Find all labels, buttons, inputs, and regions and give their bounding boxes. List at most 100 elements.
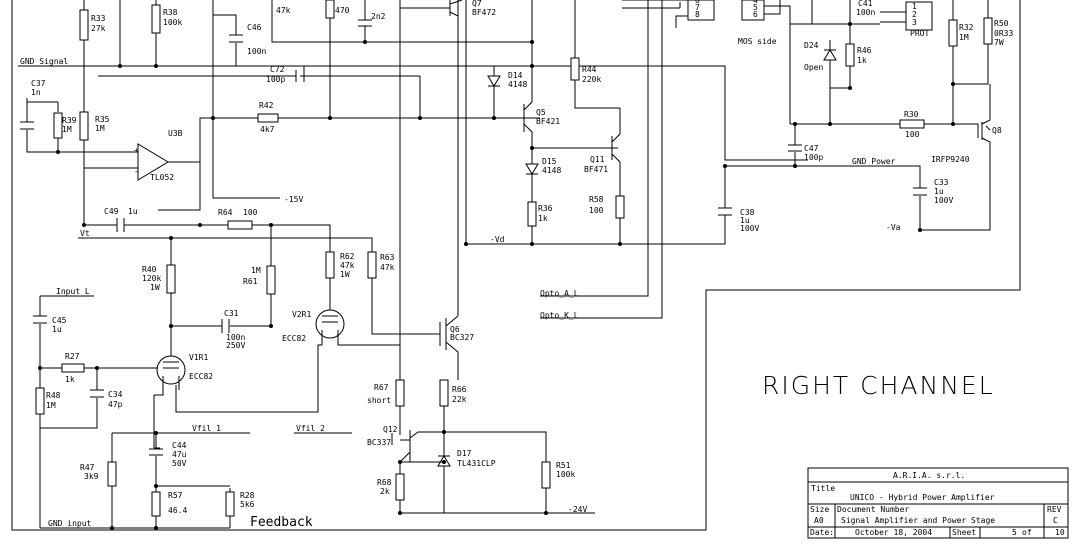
c72-val: 100p (266, 75, 285, 84)
r33-ref: R33 (91, 14, 106, 23)
r68-val: 2k (380, 487, 390, 496)
r38-ref: R38 (163, 8, 178, 17)
r50-ref: R50 (994, 19, 1009, 28)
c38-v: 100V (740, 224, 759, 233)
net-vt: Vt (80, 229, 90, 238)
net-vfil1: Vfil_1 (192, 424, 221, 433)
r44-ref: R44 (582, 65, 597, 74)
tb-date: October 18, 2004 (855, 528, 932, 537)
c31-val: 100n (226, 333, 245, 342)
q5-part: BF421 (536, 117, 560, 126)
tb-company: A.R.I.A. s.r.l. (893, 471, 965, 480)
d24-part: Open (804, 63, 823, 72)
q11-part: BF471 (584, 165, 608, 174)
r46-val: 1k (857, 56, 867, 65)
c45-val: 1u (52, 325, 62, 334)
tb-title-label: Title (811, 484, 835, 493)
r61-ref: R61 (243, 277, 258, 286)
tb-date-label: Date: (810, 528, 834, 537)
tb-size-label: Size (810, 505, 829, 514)
c33-ref: C33 (934, 178, 949, 187)
prot-pin2: 2 (912, 10, 917, 19)
r35-val: 1M (95, 124, 105, 133)
r63-ref: R63 (380, 253, 395, 262)
c37-val: 1n (31, 88, 41, 97)
r27-ref: R27 (65, 352, 80, 361)
r44-val: 220k (582, 75, 601, 84)
driver-section: Q6 BC327 R67 short R66 22k Q12 BC337 D17… (367, 0, 595, 515)
net-vd: -Vd (490, 235, 505, 244)
r36-ref: R36 (538, 204, 553, 213)
r62-pw: 1W (340, 270, 350, 279)
r32-ref: R32 (959, 23, 974, 32)
q11-ref: Q11 (590, 155, 605, 164)
r66-ref: R66 (452, 385, 467, 394)
c34-val: 47p (108, 400, 123, 409)
r30-val: 100 (905, 130, 920, 139)
r28-ref: R28 (240, 491, 255, 500)
c-top-2n2-val: 2n2 (371, 12, 386, 21)
r30-ref: R30 (904, 110, 919, 119)
tb-rev: C (1053, 516, 1058, 525)
tb-rev-label: REV (1047, 505, 1062, 514)
r42-ref: R42 (259, 101, 274, 110)
c46-ref: C46 (247, 23, 262, 32)
r66-val: 22k (452, 395, 467, 404)
r36-val: 1k (538, 214, 548, 223)
sheet-frame (11, 0, 1069, 539)
r27-val: 1k (65, 375, 75, 384)
net-gnd-power: GND_Power (852, 157, 896, 166)
q12-ref: Q12 (383, 425, 398, 434)
conn-b-pin6: 6 (753, 10, 758, 19)
r35-ref: R35 (95, 115, 110, 124)
conn-b-pin5: 5 (753, 3, 758, 12)
v2r1-part: ECC82 (282, 334, 306, 343)
net-mos-side: MOS side (738, 37, 777, 46)
r33-val: 27k (91, 24, 106, 33)
c41-ref: C41 (858, 0, 873, 8)
u3b-part: TL052 (150, 173, 174, 182)
r40-pw: 1W (150, 283, 160, 292)
q6-part: BC327 (450, 333, 474, 342)
r67-ref: R67 (374, 383, 389, 392)
net-va: -Va (886, 223, 901, 232)
r48-ref: R48 (46, 391, 61, 400)
net-neg24: -24V (568, 505, 587, 514)
tube-section: C49 1u R64 100 Vt R40 120k 1W 1M R61 R62… (33, 207, 440, 530)
d24-ref: D24 (804, 41, 819, 50)
prot-pin1: 1 (912, 2, 917, 11)
conn-a-pin6: 6 (695, 0, 700, 5)
c45-ref: C45 (52, 316, 67, 325)
c47-val: 100p (804, 153, 823, 162)
tb-sheet-label: Sheet (952, 528, 976, 537)
net-opto-k: Opto_K_L (540, 311, 579, 320)
conn-a-pin7: 7 (695, 3, 700, 12)
tb-of-label: of (1022, 528, 1032, 537)
r57-val: 46.4 (168, 506, 187, 515)
q7-ref: Q7 (472, 0, 482, 8)
r57-ref: R57 (168, 491, 183, 500)
c44-ref: C44 (172, 441, 187, 450)
net-neg15: -15V (284, 195, 303, 204)
c37-ref: C37 (31, 79, 46, 88)
u3b-minus: - (134, 167, 139, 176)
d14-ref: D14 (508, 71, 523, 80)
r48-val: 1M (46, 401, 56, 410)
r68-ref: R68 (377, 478, 392, 487)
c72-ref: C72 (270, 65, 285, 74)
r40-ref: R40 (142, 265, 157, 274)
r50-pw: 7W (994, 38, 1004, 47)
r62-ref: R62 (340, 252, 355, 261)
u3b-ref: U3B (168, 129, 183, 138)
c33-v: 100V (934, 196, 953, 205)
q12-part: BC337 (367, 438, 391, 447)
tb-size: A0 (814, 516, 824, 525)
sheet-title: RIGHT CHANNEL (762, 371, 995, 400)
r28-val: 5k6 (240, 500, 255, 509)
tb-docnum: Signal Amplifier and Power Stage (841, 516, 995, 525)
r50-val: 0R33 (994, 29, 1013, 38)
net-opto-a: Opto_A_L (540, 289, 579, 298)
r51-val: 100k (556, 470, 575, 479)
c44-val: 47u (172, 450, 187, 459)
